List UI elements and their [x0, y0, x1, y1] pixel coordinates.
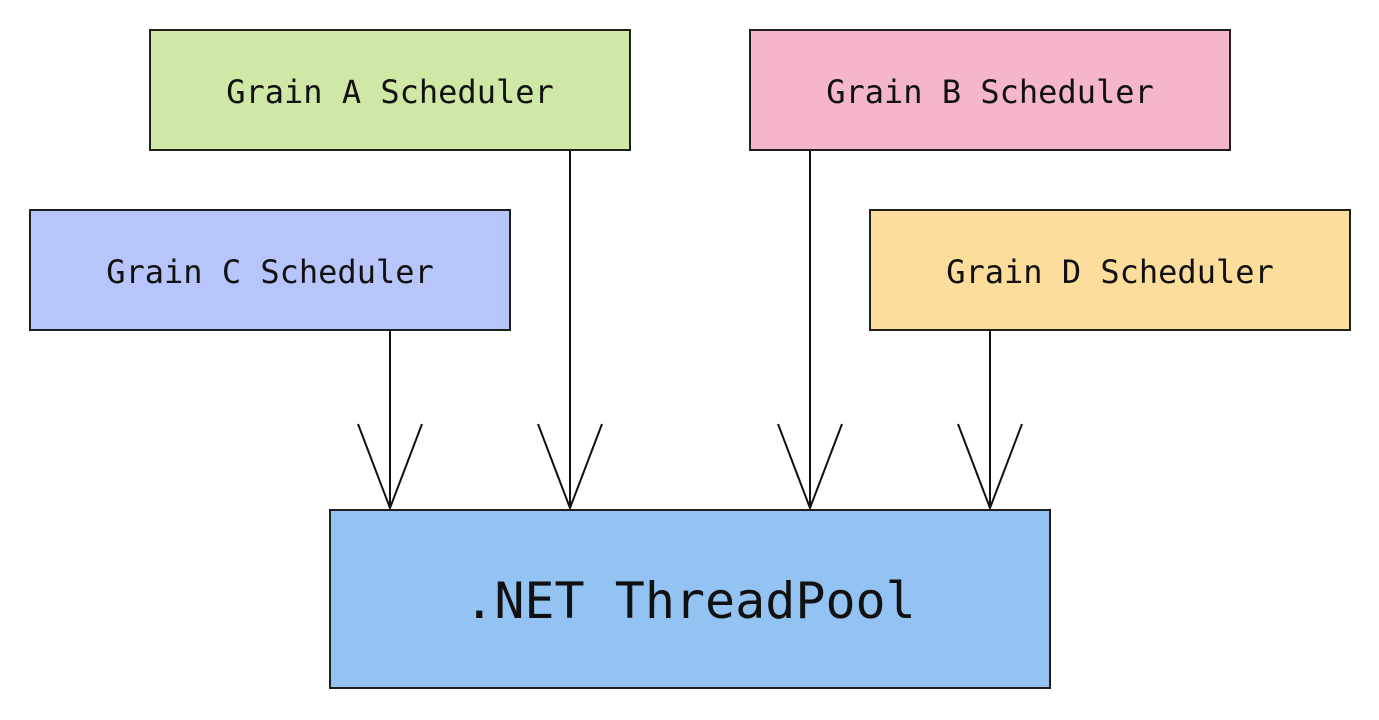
threadpool-label: .NET ThreadPool	[464, 572, 916, 630]
grain-d-label: Grain D Scheduler	[946, 253, 1274, 291]
grain-a-label: Grain A Scheduler	[226, 73, 554, 111]
grain-c-label: Grain C Scheduler	[106, 253, 434, 291]
grain-c-box	[29, 209, 511, 331]
edge-grain-a-to-threadpool	[537, 150, 603, 511]
edge-grain-c-to-threadpool	[357, 330, 423, 511]
grain-b-scheduler-node: Grain B Scheduler	[749, 29, 1231, 151]
threadpool-box	[329, 509, 1051, 689]
grain-b-box	[749, 29, 1231, 151]
edge-grain-d-to-threadpool	[957, 330, 1023, 511]
grain-a-box	[149, 29, 631, 151]
threadpool-node: .NET ThreadPool	[329, 509, 1051, 689]
edge-grain-b-to-threadpool	[777, 150, 843, 511]
grain-c-scheduler-node: Grain C Scheduler	[29, 209, 511, 331]
grain-b-label: Grain B Scheduler	[826, 73, 1154, 111]
grain-d-scheduler-node: Grain D Scheduler	[869, 209, 1351, 331]
grain-a-scheduler-node: Grain A Scheduler	[149, 29, 631, 151]
grain-d-box	[869, 209, 1351, 331]
